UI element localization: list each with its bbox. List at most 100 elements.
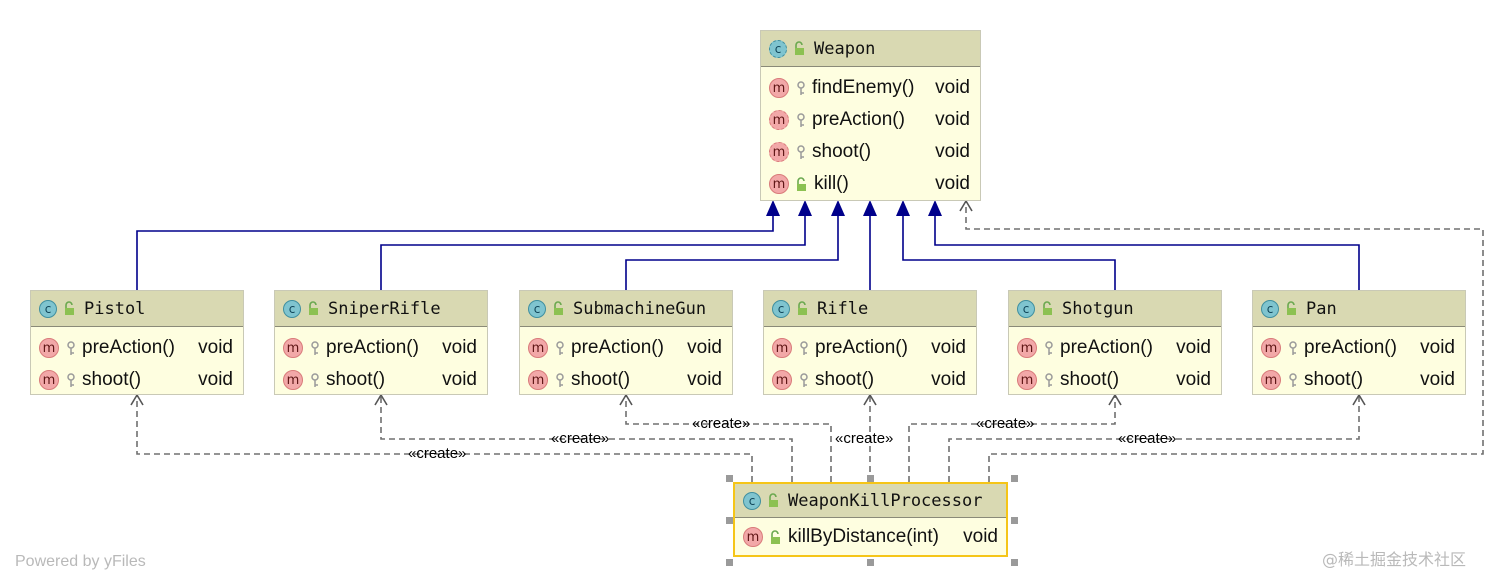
method-row[interactable]: m shoot() void: [275, 364, 487, 396]
create-label-submachinegun: «create»: [692, 415, 751, 432]
resize-handle[interactable]: [1011, 517, 1018, 524]
method-m-icon: m: [772, 338, 792, 358]
class-node-sniperrifle[interactable]: c SniperRifle m preAction() void m shoot…: [274, 290, 488, 395]
method-row[interactable]: m killByDistance(int) void: [735, 521, 1006, 553]
key-icon: [800, 372, 808, 387]
class-c-icon: c: [772, 299, 790, 318]
class-c-icon: c: [283, 299, 301, 318]
method-name: preAction(): [1304, 337, 1397, 358]
class-header: c Pan: [1253, 291, 1465, 327]
class-c-icon: c: [769, 39, 787, 58]
class-c-icon: c: [743, 491, 761, 510]
class-node-pan[interactable]: c Pan m preAction() void m shoot() void: [1252, 290, 1466, 395]
method-name: killByDistance(int): [788, 526, 939, 547]
return-type: void: [687, 369, 722, 390]
class-header: c Rifle: [764, 291, 976, 327]
resize-handle[interactable]: [726, 475, 733, 482]
resize-handle[interactable]: [867, 475, 874, 482]
key-icon: [311, 340, 319, 355]
method-name: preAction(): [326, 337, 419, 358]
return-type: void: [198, 337, 233, 358]
class-c-icon: c: [39, 299, 57, 318]
method-row[interactable]: m shoot() void: [764, 364, 976, 396]
abstract-method-m-icon: m: [769, 110, 789, 130]
key-icon: [797, 144, 805, 159]
method-row[interactable]: m shoot() void: [761, 136, 980, 168]
method-row[interactable]: m shoot() void: [31, 364, 243, 396]
class-name: Shotgun: [1062, 298, 1134, 319]
resize-handle[interactable]: [1011, 475, 1018, 482]
method-m-icon: m: [283, 338, 303, 358]
open-arrowhead: [863, 393, 877, 406]
class-name: Pistol: [84, 298, 146, 319]
class-node-weapon[interactable]: c Weapon m findEnemy() void m preAction(…: [760, 30, 981, 201]
method-m-icon: m: [528, 370, 548, 390]
method-name: kill(): [814, 173, 849, 194]
inherit-arrowhead: [766, 200, 780, 216]
class-name: SniperRifle: [328, 298, 441, 319]
class-name: Pan: [1306, 298, 1337, 319]
open-lock-icon: [1287, 301, 1296, 315]
class-c-icon: c: [528, 299, 546, 318]
class-node-rifle[interactable]: c Rifle m preAction() void m shoot() voi…: [763, 290, 977, 395]
class-header: c Weapon: [761, 31, 980, 67]
method-row[interactable]: m preAction() void: [761, 104, 980, 136]
open-lock-icon: [769, 493, 778, 507]
method-row[interactable]: m preAction() void: [275, 332, 487, 364]
method-row[interactable]: m findEnemy() void: [761, 72, 980, 104]
class-name: SubmachineGun: [573, 298, 707, 319]
method-row[interactable]: m preAction() void: [1009, 332, 1221, 364]
open-lock-icon: [797, 176, 806, 191]
open-lock-icon: [1043, 301, 1052, 315]
abstract-method-m-icon: m: [769, 142, 789, 162]
key-icon: [556, 372, 564, 387]
method-m-icon: m: [39, 338, 59, 358]
return-type: void: [963, 526, 998, 547]
inherit-edge-sniperrifle: [380, 203, 806, 290]
open-lock-icon: [795, 41, 804, 55]
method-name: shoot(): [571, 369, 631, 390]
open-lock-icon: [798, 301, 807, 315]
open-arrowhead: [959, 199, 973, 212]
key-icon: [556, 340, 564, 355]
class-c-icon: c: [1017, 299, 1035, 318]
method-row[interactable]: m preAction() void: [1253, 332, 1465, 364]
open-arrowhead: [619, 393, 633, 406]
method-m-icon: m: [283, 370, 303, 390]
class-node-pistol[interactable]: c Pistol m preAction() void m shoot() vo…: [30, 290, 244, 395]
resize-handle[interactable]: [726, 559, 733, 566]
resize-handle[interactable]: [867, 559, 874, 566]
method-m-icon: m: [528, 338, 548, 358]
create-label-shotgun: «create»: [976, 415, 1035, 432]
method-row[interactable]: m kill() void: [761, 168, 980, 200]
resize-handle[interactable]: [726, 517, 733, 524]
inherit-edge-shotgun: [902, 203, 1116, 290]
method-name: preAction(): [812, 109, 905, 130]
method-row[interactable]: m shoot() void: [520, 364, 732, 396]
method-row[interactable]: m preAction() void: [520, 332, 732, 364]
return-type: void: [931, 337, 966, 358]
class-node-shotgun[interactable]: c Shotgun m preAction() void m shoot() v…: [1008, 290, 1222, 395]
key-icon: [67, 340, 75, 355]
method-m-icon: m: [1017, 338, 1037, 358]
method-row[interactable]: m preAction() void: [31, 332, 243, 364]
class-header: c WeaponKillProcessor: [735, 484, 1006, 518]
inherit-edge-pan: [934, 203, 1360, 290]
method-row[interactable]: m shoot() void: [1253, 364, 1465, 396]
method-row[interactable]: m preAction() void: [764, 332, 976, 364]
key-icon: [1045, 340, 1053, 355]
inherit-arrowhead: [798, 200, 812, 216]
resize-handle[interactable]: [1011, 559, 1018, 566]
method-name: shoot(): [812, 141, 872, 162]
return-type: void: [442, 337, 477, 358]
method-row[interactable]: m shoot() void: [1009, 364, 1221, 396]
method-m-icon: m: [1261, 338, 1281, 358]
inherit-arrowhead: [831, 200, 845, 216]
inherit-edge-pistol: [136, 203, 774, 290]
method-m-icon: m: [39, 370, 59, 390]
class-node-submachinegun[interactable]: c SubmachineGun m preAction() void m sho…: [519, 290, 733, 395]
method-name: shoot(): [1304, 369, 1364, 390]
static-method-m-icon: m: [743, 527, 763, 547]
method-m-icon: m: [772, 370, 792, 390]
class-node-weaponkillprocessor[interactable]: c WeaponKillProcessor m killByDistance(i…: [733, 482, 1008, 557]
